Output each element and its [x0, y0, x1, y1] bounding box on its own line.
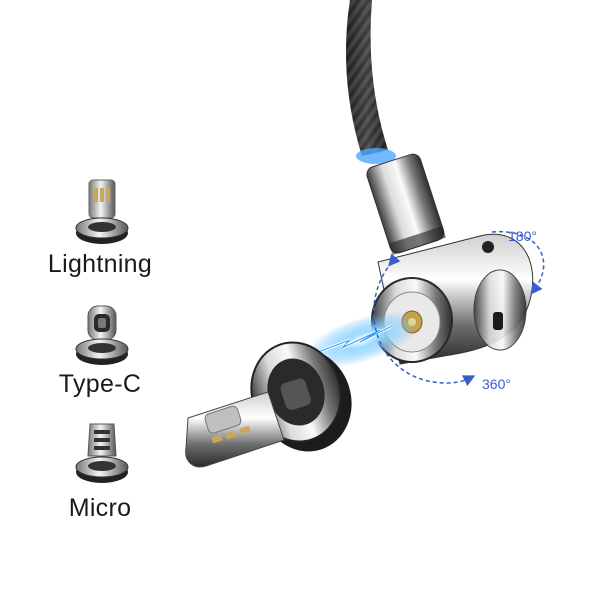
rotation-180-label: 180° — [508, 228, 537, 244]
led-ring — [356, 148, 396, 164]
rotate-360-arrow — [373, 253, 476, 387]
rotation-360-label: 360° — [482, 376, 511, 392]
upper-barrel — [366, 153, 446, 255]
rotate-180-arrow — [491, 231, 545, 295]
magnetic-lightning-tip — [185, 341, 352, 468]
micro-usb-tip-icon — [75, 423, 129, 483]
connector-label-lightning: Lightning — [47, 250, 153, 278]
connector-label-micro: Micro — [68, 494, 132, 522]
connector-label-type-c: Type-C — [58, 370, 142, 398]
type-c-tip-icon — [75, 305, 129, 365]
lightning-tip-icon — [75, 179, 129, 244]
